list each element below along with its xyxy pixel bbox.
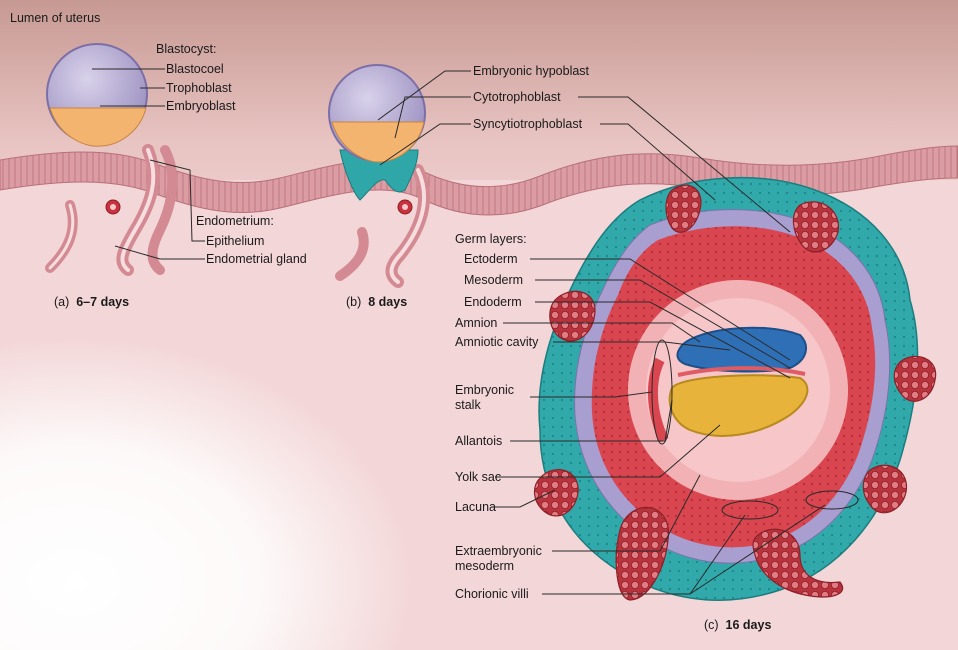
syncytiotrophoblast-label: Syncytiotrophoblast bbox=[473, 117, 583, 131]
panel-a-illustration bbox=[45, 43, 178, 276]
panel-b-illustration bbox=[328, 64, 431, 288]
lacuna bbox=[665, 184, 702, 233]
caption-a: (a) 6–7 days bbox=[54, 295, 129, 309]
blastocoel-label: Blastocoel bbox=[166, 62, 224, 76]
yolk-sac-endoderm bbox=[668, 374, 809, 437]
extraembryonic-mesoderm-label-line1: Extraembryonic bbox=[455, 544, 542, 558]
caption-b-letter: (b) bbox=[346, 295, 362, 309]
epithelium-label: Epithelium bbox=[206, 234, 265, 248]
lacuna-label: Lacuna bbox=[455, 500, 497, 514]
ectoderm-label: Ectoderm bbox=[464, 252, 518, 266]
panel-c-illustration bbox=[534, 176, 937, 601]
trophoblast-label: Trophoblast bbox=[166, 81, 232, 95]
chorionic-villi-label: Chorionic villi bbox=[455, 587, 529, 601]
embryonic-stalk-label-line1: Embryonic bbox=[455, 383, 515, 397]
endometrium-heading: Endometrium: bbox=[196, 214, 274, 228]
endoderm-label: Endoderm bbox=[464, 295, 522, 309]
caption-c: (c) 16 days bbox=[704, 618, 771, 632]
extraembryonic-mesoderm-label-line2: mesoderm bbox=[455, 559, 515, 573]
mesoderm-label: Mesoderm bbox=[464, 273, 524, 287]
syncytiotrophoblast-b bbox=[339, 149, 419, 201]
caption-b: (b) 8 days bbox=[346, 295, 407, 309]
caption-b-text: 8 days bbox=[368, 295, 408, 309]
embryonic-stalk-label-line2: stalk bbox=[455, 398, 481, 412]
caption-c-text: 16 days bbox=[725, 618, 772, 632]
cytotrophoblast-label: Cytotrophoblast bbox=[473, 90, 561, 104]
lumen-of-uterus-label: Lumen of uterus bbox=[10, 11, 101, 25]
yolk-sac-label: Yolk sac bbox=[455, 470, 502, 484]
blastocyst-heading: Blastocyst: bbox=[156, 42, 217, 56]
caption-a-letter: (a) bbox=[54, 295, 70, 309]
embryoblast-a bbox=[49, 107, 147, 147]
allantois-label: Allantois bbox=[455, 434, 503, 448]
amnion-label: Amnion bbox=[455, 316, 498, 330]
endometrial-gland-label: Endometrial gland bbox=[206, 252, 307, 266]
embryonic-hypoblast-label: Embryonic hypoblast bbox=[473, 64, 590, 78]
amniotic-cavity-label: Amniotic cavity bbox=[455, 335, 539, 349]
caption-c-letter: (c) bbox=[704, 618, 719, 632]
caption-a-text: 6–7 days bbox=[76, 295, 130, 309]
endometrial-epithelium bbox=[0, 145, 958, 216]
leader-lines bbox=[92, 68, 826, 595]
germ-layers-heading: Germ layers: bbox=[455, 232, 527, 246]
embryoblast-label: Embryoblast bbox=[166, 99, 236, 113]
